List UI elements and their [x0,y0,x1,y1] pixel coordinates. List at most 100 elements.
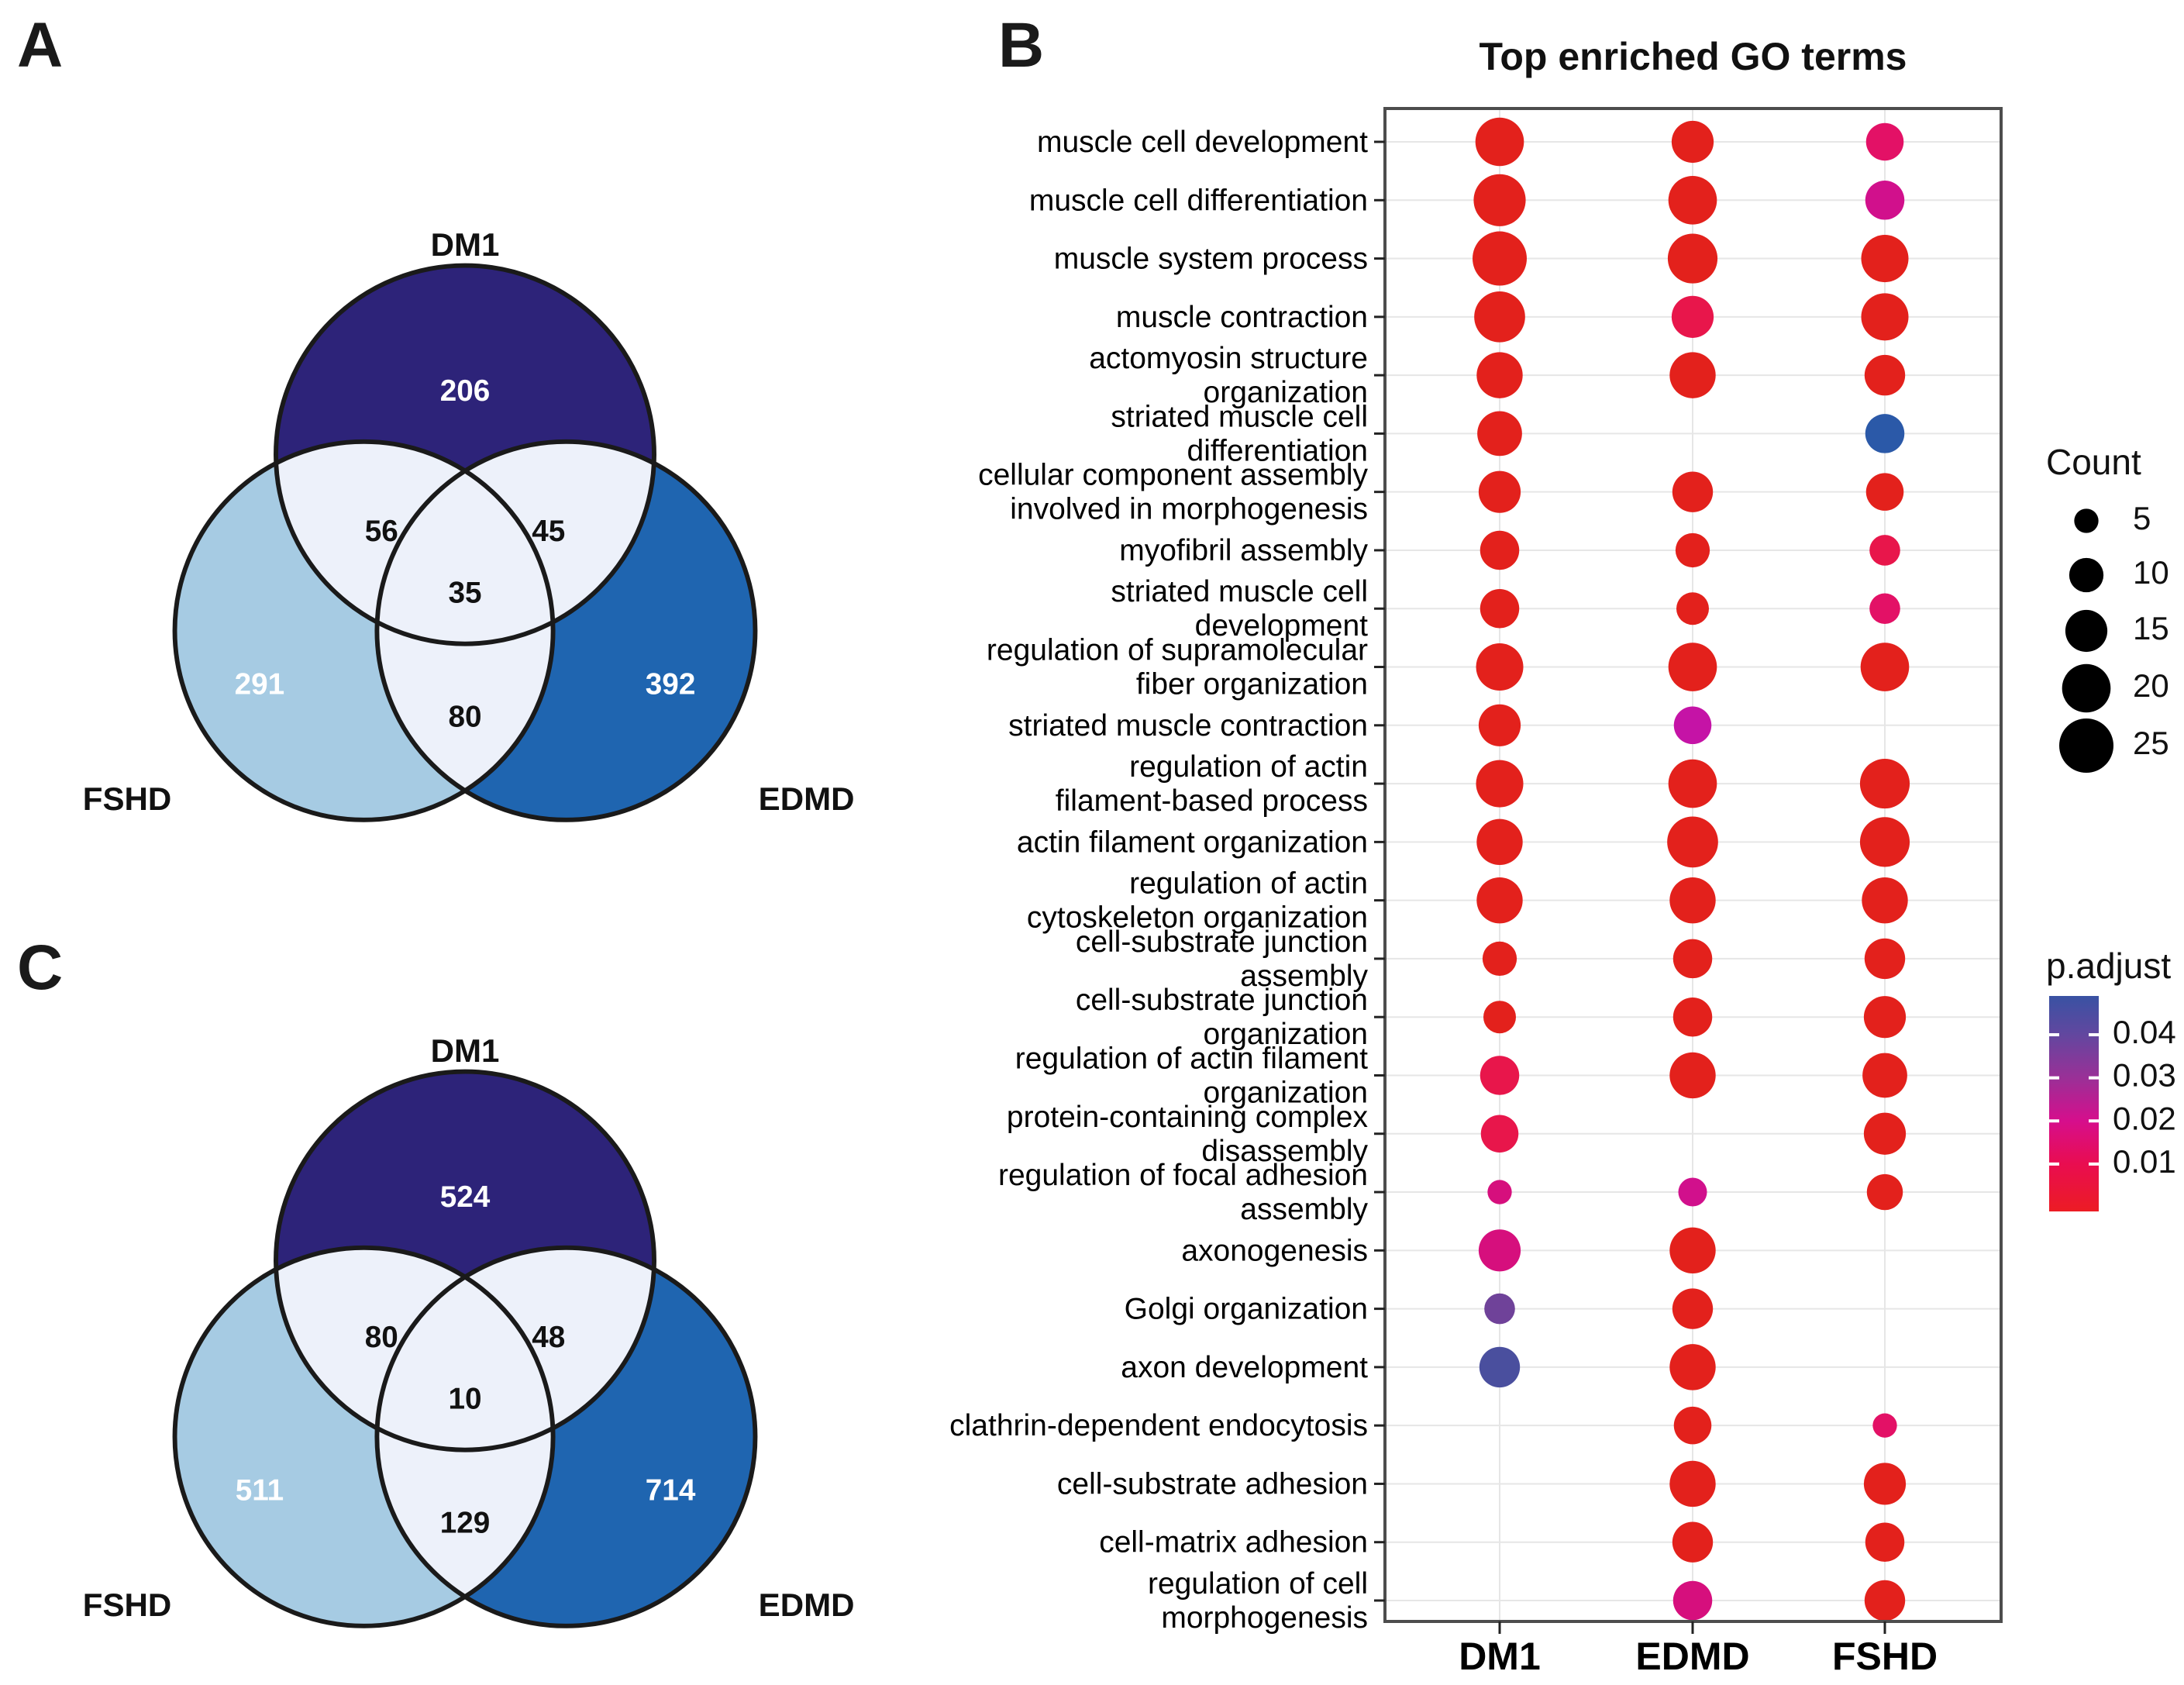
panel-b-label: B [998,10,1045,81]
padjust-legend-title: p.adjust [2046,946,2171,986]
venn-count-top_right: 45 [532,515,565,548]
go-dot-fshd-row13 [1859,817,1910,867]
go-dot-edmd-row17 [1669,1052,1716,1099]
go-dot-dm1-row21 [1484,1293,1515,1325]
venn-count-top_right: 48 [532,1321,565,1354]
venn-count-top_left: 80 [365,1321,398,1354]
go-dot-edmd-row13 [1667,816,1718,868]
y-axis-label: actin filament organization [1017,825,1368,859]
go-dot-dm1-row10 [1476,643,1524,691]
go-dot-edmd-row10 [1668,643,1717,691]
go-dot-fshd-row26 [1864,1580,1906,1621]
go-dot-dm1-row20 [1478,1229,1521,1272]
venn-count-top: 524 [440,1180,491,1214]
go-dot-edmd-row1 [1671,120,1714,164]
go-dot-edmd-row2 [1668,175,1717,225]
venn-count-left_right: 129 [440,1507,491,1540]
y-axis-label: cell-matrix adhesion [1099,1526,1368,1559]
panel-c-label: C [17,932,64,1003]
go-dot-dm1-row12 [1476,760,1524,808]
y-axis-label: striated muscle contraction [1008,709,1368,743]
go-dot-dm1-row5 [1476,352,1523,398]
padjust-tick-label: 0.04 [2113,1014,2176,1050]
padjust-tick [2049,1119,2059,1123]
count-legend-value: 20 [2133,667,2169,704]
venn-count-left_right: 80 [448,701,481,734]
go-dot-fshd-row18 [1863,1112,1907,1155]
go-dot-edmd-row22 [1669,1344,1716,1390]
y-axis-label: Golgi organization [1125,1293,1368,1326]
count-legend-value: 15 [2133,610,2169,646]
x-axis-label-fshd: FSHD [1832,1635,1938,1678]
venn-count-center: 35 [448,577,481,610]
venn-set-label-fshd: FSHD [83,780,172,817]
padjust-colorbar [2049,996,2099,1211]
venn-count-right: 714 [646,1474,696,1508]
go-dot-edmd-row9 [1676,592,1709,625]
y-axis-label: axon development [1121,1351,1368,1384]
go-dot-fshd-row10 [1860,643,1910,691]
go-dot-fshd-row12 [1859,759,1910,809]
x-axis-label-dm1: DM1 [1459,1635,1541,1678]
go-dot-fshd-row15 [1864,938,1906,980]
y-axis-label: myofibril assembly [1119,534,1368,567]
count-legend-title: Count [2046,442,2141,482]
go-dot-dm1-row8 [1480,530,1520,570]
venn-count-right: 392 [646,668,696,701]
padjust-tick [2089,1119,2099,1123]
padjust-tick-label: 0.03 [2113,1057,2176,1094]
y-axis-label: muscle cell differentiation [1029,184,1368,217]
count-legend-value: 25 [2133,725,2169,761]
go-dot-fshd-row4 [1861,293,1909,341]
go-dot-edmd-row15 [1672,939,1713,979]
go-dot-edmd-row20 [1669,1227,1716,1274]
go-dot-edmd-row8 [1675,532,1710,568]
go-dot-edmd-row3 [1667,233,1718,284]
go-dot-fshd-row3 [1861,235,1909,283]
y-axis-label: muscle contraction [1116,301,1368,334]
go-dot-edmd-row11 [1673,706,1712,745]
go-dot-fshd-row16 [1863,996,1907,1039]
go-dot-edmd-row26 [1672,1580,1713,1621]
count-legend-value: 5 [2133,500,2151,536]
go-dot-dm1-row1 [1475,117,1524,167]
venn-overlap-region [377,1247,553,1626]
go-dot-edmd-row5 [1669,352,1716,398]
go-dot-fshd-row25 [1865,1522,1905,1562]
go-dot-dm1-row6 [1477,411,1522,457]
padjust-tick-label: 0.01 [2113,1143,2176,1180]
go-dot-fshd-row17 [1862,1053,1907,1098]
padjust-tick [2049,1076,2059,1080]
go-dot-dm1-row3 [1473,231,1527,286]
count-legend-dot [2059,718,2113,773]
go-dot-dm1-row9 [1480,589,1520,629]
go-dot-fshd-row2 [1865,181,1905,220]
go-dot-fshd-row7 [1865,473,1904,511]
count-legend-dot [2065,609,2108,653]
go-dot-fshd-row14 [1862,877,1908,924]
go-dot-dm1-row13 [1476,818,1523,866]
y-axis-label: axonogenesis [1181,1234,1368,1267]
venn-count-top: 206 [440,374,491,408]
padjust-tick [2089,1033,2099,1037]
count-legend-dot [2069,557,2104,593]
go-dot-dm1-row17 [1480,1056,1520,1095]
go-dot-fshd-row6 [1865,414,1905,453]
venn-outline [374,1245,758,1628]
chart-title: Top enriched GO terms [1479,35,1907,78]
venn-outline [274,263,656,646]
